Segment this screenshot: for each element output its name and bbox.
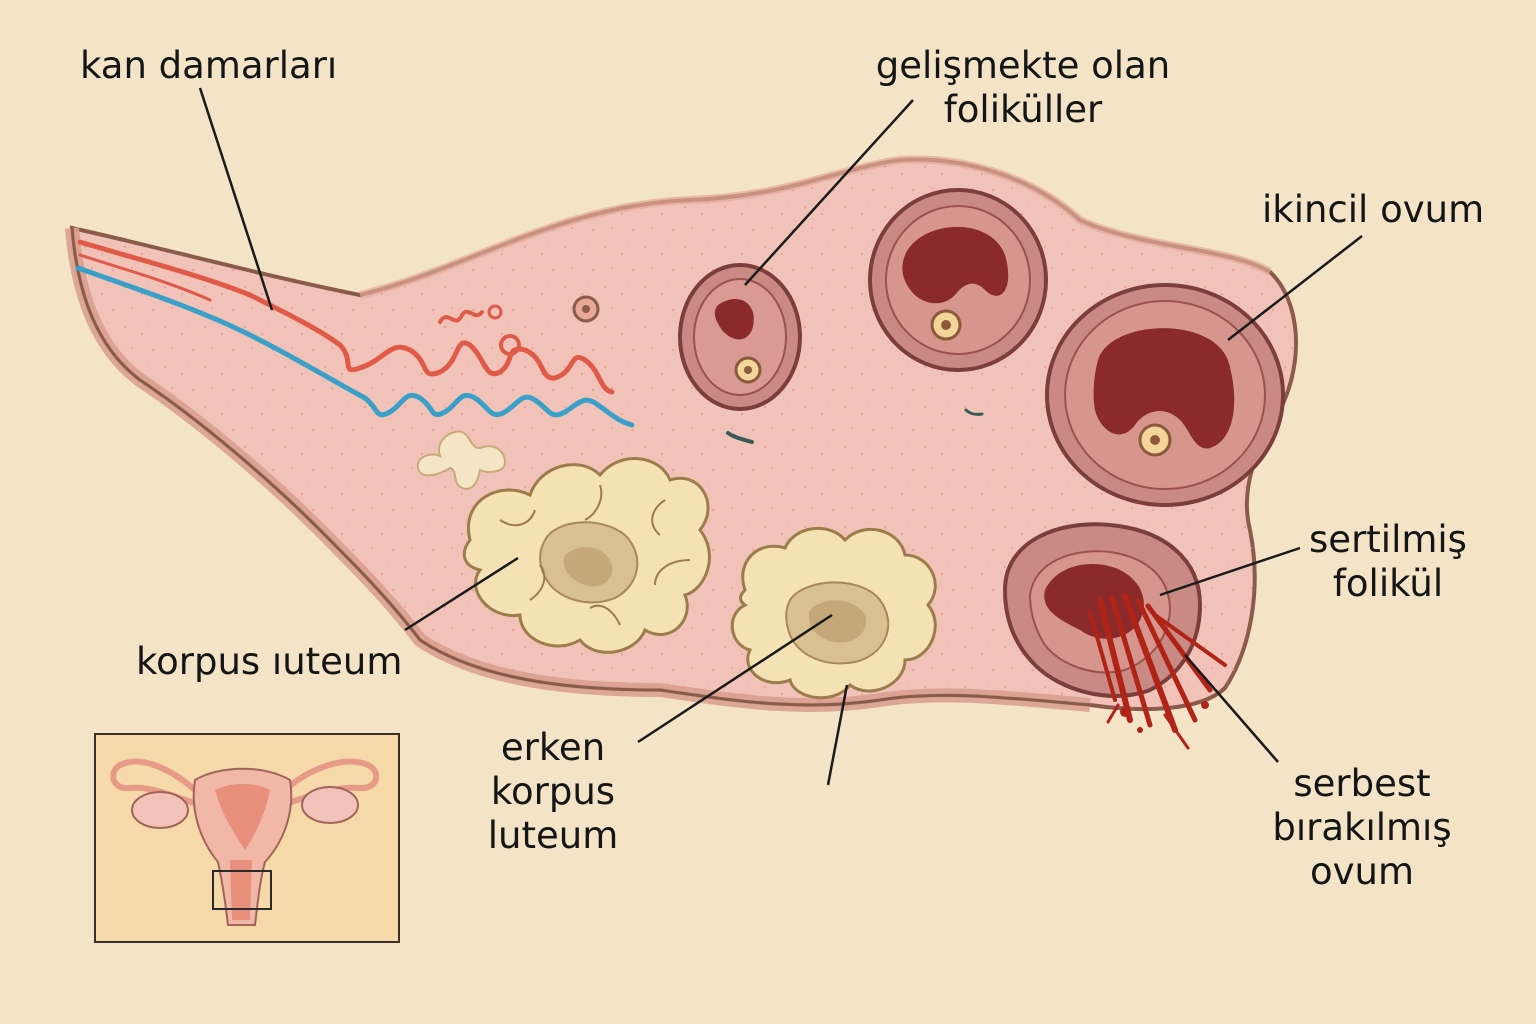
inset-uterus — [192, 767, 293, 926]
label-early-corpus-luteum-line1: erken — [500, 726, 606, 769]
leader-lines — [198, 87, 1363, 786]
label-developing-follicles-line2: foliküller — [943, 88, 1103, 131]
corpus-albicans — [416, 430, 507, 490]
leader-released-ovum — [1184, 654, 1279, 763]
stroma-mark — [964, 408, 984, 416]
inset-left-ovary — [131, 791, 189, 829]
label-blood-vessels: kan damarları — [80, 44, 338, 87]
developing-follicle-medium — [868, 188, 1048, 372]
leader-early-corpus-luteum-2 — [826, 684, 849, 786]
leader-blood-vessels — [198, 87, 274, 311]
uterus-inset — [94, 733, 400, 943]
label-developing-follicles: gelişmekte olan foliküller — [873, 44, 1173, 132]
corpus-luteum — [462, 457, 711, 654]
artery-secondary — [78, 253, 212, 302]
inset-highlight-box — [212, 870, 272, 910]
blood-vessels — [75, 239, 635, 428]
label-released-ovum-line1: serbest — [1293, 762, 1431, 805]
label-released-ovum-line3: ovum — [1309, 850, 1415, 893]
label-developing-follicles-line1: gelişmekte olan — [875, 44, 1171, 87]
released-blood — [1088, 593, 1227, 750]
artery — [77, 239, 615, 395]
developing-follicle-small — [678, 263, 802, 411]
label-released-ovum: serbest bırakılmış ovum — [1262, 762, 1462, 894]
mature-follicle — [1045, 283, 1285, 507]
label-ruptured-follicle-line1: sertilmiş — [1309, 518, 1467, 561]
label-early-corpus-luteum-line3: luteum — [487, 814, 619, 857]
stroma-mark — [726, 431, 754, 444]
leader-secondary-ovum — [1227, 235, 1363, 341]
inset-right-ovary — [301, 786, 359, 824]
label-early-corpus-luteum: erken korpus luteum — [478, 726, 628, 858]
label-ruptured-follicle: sertilmiş folikül — [1298, 518, 1478, 606]
label-released-ovum-line2: bırakılmış — [1272, 806, 1452, 849]
early-corpus-luteum — [730, 526, 937, 700]
label-ruptured-follicle-line2: folikül — [1332, 562, 1444, 605]
label-corpus-luteum: korpus ıuteum — [136, 640, 403, 683]
leader-ruptured-follicle — [1159, 546, 1301, 597]
vein — [75, 265, 635, 428]
leader-early-corpus-luteum — [637, 613, 833, 744]
label-secondary-ovum: ikincil ovum — [1262, 188, 1485, 231]
leader-developing-follicles — [744, 99, 914, 286]
label-early-corpus-luteum-line2: korpus — [490, 770, 616, 813]
leader-corpus-luteum — [404, 556, 519, 632]
